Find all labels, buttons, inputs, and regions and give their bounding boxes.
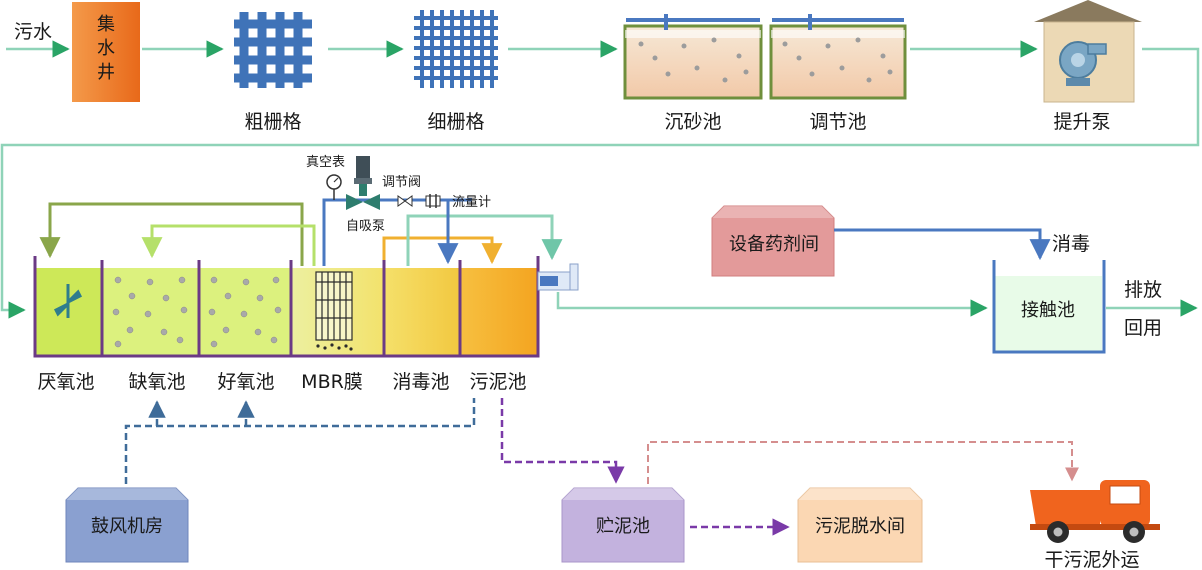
regulating-valve-icon [397, 195, 413, 207]
fine-screen-label: 细栅格 [427, 111, 484, 133]
regulating-valve-label: 调节阀 [382, 175, 421, 190]
dosing-room-box: 设备药剂间 [711, 205, 835, 277]
vacuum-gauge-icon [326, 174, 342, 200]
blower-room-label: 鼓风机房 [91, 516, 163, 537]
equalization-tank [769, 14, 907, 100]
aeration-bubbles [112, 276, 282, 348]
coarse-screen-label: 粗栅格 [244, 111, 301, 133]
flow-meter-icon [425, 194, 441, 208]
overflow-line-teal [406, 214, 563, 266]
pump-icon [1059, 41, 1107, 86]
outlet-weir [537, 263, 579, 291]
top-flow-lines [0, 40, 1200, 319]
collection-well-label: 集水井 [97, 14, 115, 83]
air-supply-lines [124, 398, 476, 484]
vacuum-gauge-label: 真空表 [306, 155, 345, 170]
discharge-label: 排放 [1124, 279, 1162, 301]
effluent-line [556, 292, 988, 317]
disinfectant-line [834, 228, 1051, 261]
lift-pump-label: 提升泵 [1053, 111, 1110, 133]
dosing-room-label: 设备药剂间 [729, 234, 819, 255]
inflow-label: 污水 [14, 21, 52, 43]
coarse-screen-icon [234, 12, 312, 88]
sludge-cake-line [647, 441, 1079, 484]
grit-tank-label: 沉砂池 [664, 111, 721, 133]
sludge-dewatering-label: 污泥脱水间 [815, 516, 905, 537]
sludge-storage-box: 贮泥池 [561, 487, 685, 563]
anaerobic-tank-label: 厌氧池 [37, 371, 94, 393]
aerobic-tank-label: 好氧池 [217, 371, 274, 393]
sludge-transfer-line [500, 398, 625, 484]
mbr-suction-line [322, 198, 472, 266]
self-priming-pump-label: 自吸泵 [346, 219, 385, 234]
lift-pump-house [1034, 0, 1142, 103]
dry-sludge-transport-label: 干污泥外运 [1044, 549, 1139, 570]
blower-room-box: 鼓风机房 [65, 487, 189, 563]
contact-tank: 接触池 [992, 260, 1106, 354]
collection-well: 集水井 [72, 2, 140, 102]
disinfection-label: 消毒 [1052, 233, 1090, 255]
return-line-olive [39, 202, 304, 266]
bio-tank-labels: 厌氧池 缺氧池 好氧池 MBR膜 消毒池 污泥池 [37, 371, 526, 393]
sludge-dewatering-box: 污泥脱水间 [797, 487, 923, 563]
sludge-storage-label: 贮泥池 [596, 516, 650, 537]
transfer-line-amber [382, 236, 503, 266]
mixer-icon [53, 284, 83, 318]
grit-tank [623, 14, 763, 100]
return-line-lime [141, 224, 316, 266]
reuse-label: 回用 [1124, 317, 1162, 339]
dump-truck-icon [1030, 480, 1160, 543]
equalization-tank-label: 调节池 [809, 111, 866, 133]
bio-tank-block [33, 256, 540, 358]
sludge-tank-label: 污泥池 [469, 371, 526, 393]
self-priming-pump-icon [346, 156, 380, 210]
flow-meter-label: 流量计 [452, 195, 491, 210]
fine-screen-icon [414, 10, 498, 88]
anoxic-tank-label: 缺氧池 [128, 371, 185, 393]
disinfection-tank-label: 消毒池 [392, 371, 449, 393]
mbr-tank-label: MBR膜 [301, 371, 363, 393]
mbr-membrane-module [315, 271, 353, 351]
contact-tank-label: 接触池 [1021, 300, 1075, 321]
